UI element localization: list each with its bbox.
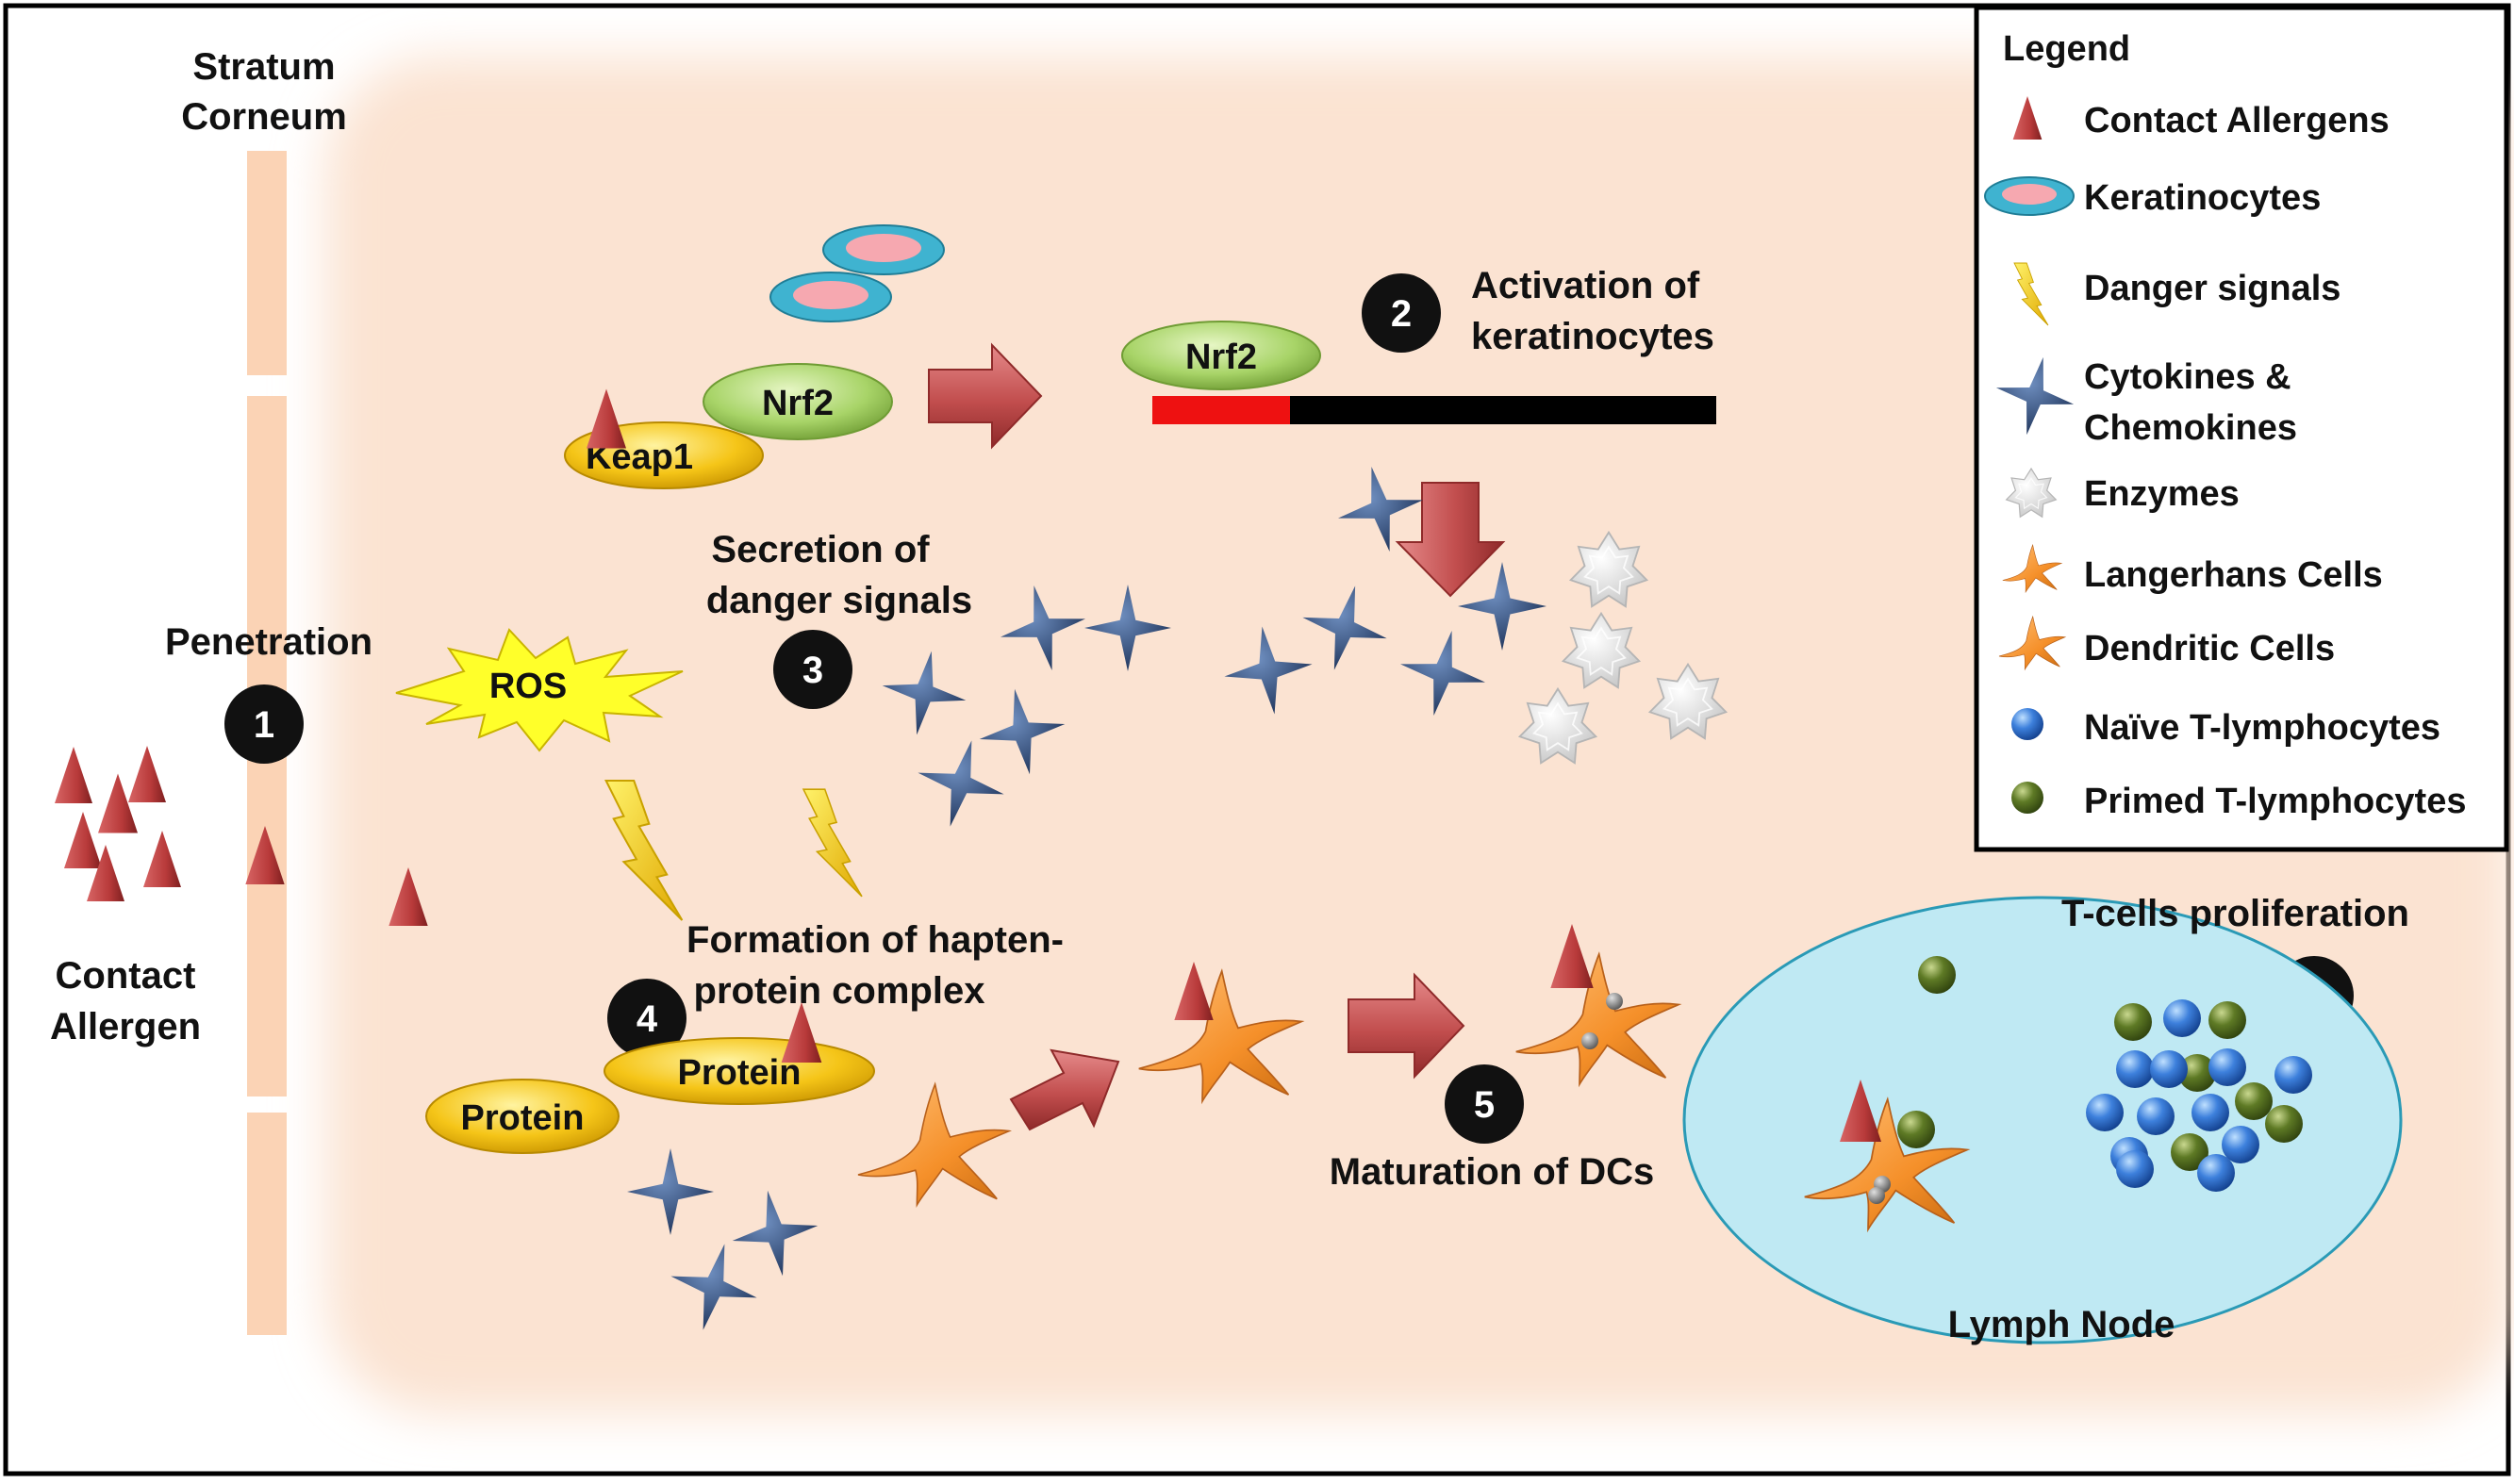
legend-item-label: Cytokines & [2084, 357, 2291, 397]
step-5-badge: 5 [1445, 1064, 1524, 1144]
nrf2-gene-label: Nrf2 [1185, 338, 1257, 377]
mature-dendritic-cell [1514, 924, 1680, 1085]
svg-text:4: 4 [637, 998, 658, 1040]
activation-label-line2: keratinocytes [1471, 316, 1714, 357]
protein-free: Protein [425, 1079, 620, 1154]
lymph-node-label: Lymph Node [1948, 1304, 2175, 1345]
contact-allergen-label-line2: Allergen [50, 1006, 201, 1047]
arrow-secretion [1395, 482, 1506, 598]
hapten-label-line2: protein complex [694, 970, 985, 1012]
maturation-label: Maturation of DCs [1330, 1151, 1654, 1193]
arrow-maturation [1348, 972, 1465, 1080]
gene-body [1290, 396, 1716, 424]
step-4-badge: 4 [607, 979, 686, 1058]
lymph-node-dendritic-cell [1803, 1080, 1969, 1230]
step-3-badge: 3 [773, 630, 852, 709]
legend-item-label: Contact Allergens [2084, 101, 2390, 140]
arrow-activation [928, 342, 1043, 450]
activation-label-line1: Activation of [1471, 265, 1700, 306]
ros-burst: ROS [395, 628, 684, 752]
hapten-protein-complex: Protein [604, 1002, 875, 1105]
legend: Legend Contact Allergens Keratinocytes D… [1974, 5, 2509, 852]
keap1-nrf2-complex: Keap1 Nrf2 [564, 363, 893, 489]
step-1-badge: 1 [224, 684, 304, 764]
legend-item-label: Dendritic Cells [2084, 629, 2335, 668]
step-2-badge: 2 [1362, 273, 1441, 353]
contact-allergen-label-line1: Contact [56, 955, 196, 997]
svg-text:2: 2 [1391, 293, 1412, 335]
keratinocyte-pair [769, 224, 945, 322]
ros-label: ROS [489, 667, 567, 706]
legend-item-label: Danger signals [2084, 269, 2340, 308]
secretion-label-line1: Secretion of [711, 529, 930, 570]
legend-item-label: Naïve T-lymphocytes [2084, 708, 2440, 748]
legend-item-label: Keratinocytes [2084, 178, 2321, 218]
nrf2-gene-binding: Nrf2 [1121, 321, 1716, 424]
nrf2-ellipse [703, 363, 893, 440]
stratum-label-line2: Corneum [181, 96, 347, 138]
svg-text:3: 3 [802, 650, 823, 691]
legend-item-label: Primed T-lymphocytes [2084, 782, 2466, 821]
svg-text:1: 1 [254, 704, 274, 746]
legend-keratinocyte-icon [1984, 176, 2075, 216]
secretion-label-line2: danger signals [706, 580, 972, 621]
legend-item-label: Enzymes [2084, 474, 2240, 514]
legend-item-label: Langerhans Cells [2084, 555, 2383, 595]
tcells-proliferation-label: T-cells proliferation [2061, 893, 2409, 934]
protein-complex-label: Protein [678, 1053, 802, 1093]
protein-label: Protein [461, 1098, 585, 1138]
naive-t-cell [2163, 999, 2201, 1037]
stratum-label-line1: Stratum [192, 46, 335, 88]
nrf2-label: Nrf2 [762, 384, 834, 423]
legend-blue-sphere-icon [2011, 708, 2043, 740]
legend-title: Legend [2003, 29, 2130, 69]
arrow-migration [1009, 1048, 1120, 1131]
gene-promoter [1152, 396, 1290, 424]
penetration-label: Penetration [165, 621, 372, 663]
t-lymphocyte-cluster [1918, 956, 2312, 1192]
primed-t-cell [1918, 956, 1956, 994]
hapten-label-line1: Formation of hapten- [686, 919, 1064, 961]
legend-item-label-2: Chemokines [2084, 408, 2297, 448]
svg-text:5: 5 [1474, 1084, 1495, 1126]
legend-green-sphere-icon [2011, 782, 2043, 814]
